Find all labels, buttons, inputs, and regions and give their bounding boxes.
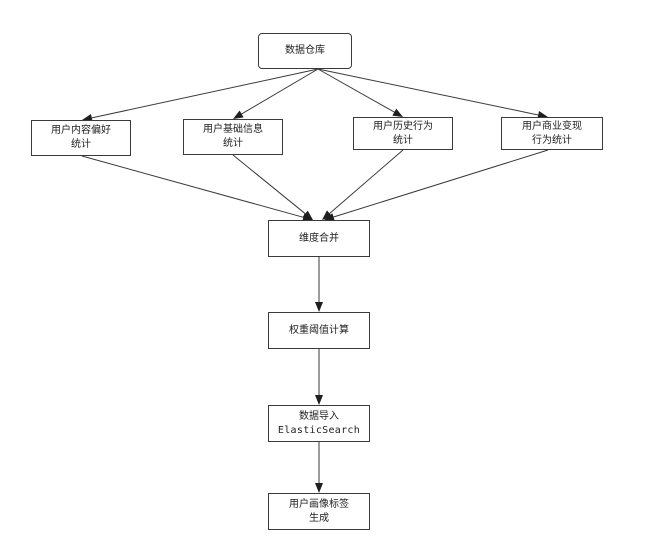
node-data-warehouse-label: 数据仓库 xyxy=(285,45,325,56)
node-data-import: 数据导入 ElasticSearch xyxy=(268,405,370,442)
node-basic-info-line2: 统计 xyxy=(223,138,243,149)
edge-commercial-to-merge-arrowhead xyxy=(324,213,335,221)
edge-merge-to-weight-arrowhead xyxy=(315,302,323,312)
edge-warehouse-to-commercial-arrowhead xyxy=(537,111,548,119)
edge-history-to-merge-arrowhead xyxy=(322,210,333,220)
edge-warehouse-to-content-pref xyxy=(91,68,319,119)
edge-commercial-to-merge xyxy=(333,149,549,218)
node-profile-tag-line1: 用户画像标签 xyxy=(289,498,349,510)
node-data-import-line1: 数据导入 xyxy=(299,410,339,422)
node-dimension-merge-label: 维度合并 xyxy=(299,232,339,244)
node-data-import-line2: ElasticSearch xyxy=(277,424,361,436)
node-content-preference-line1: 用户内容偏好 xyxy=(51,125,111,136)
edge-warehouse-to-history-arrowhead xyxy=(392,108,403,117)
node-dimension-merge: 维度合并 xyxy=(268,220,370,257)
edge-warehouse-to-content-pref-arrowhead xyxy=(82,113,93,122)
node-history-behavior-line2: 统计 xyxy=(393,134,413,146)
edge-warehouse-to-basic-info xyxy=(241,68,319,115)
edge-basic-info-to-merge xyxy=(232,154,306,215)
node-history-behavior-line1: 用户历史行为 xyxy=(373,120,433,132)
node-weight-threshold-calc: 权重阈值计算 xyxy=(268,312,370,349)
edge-weight-to-import-arrowhead xyxy=(315,395,323,405)
edge-warehouse-to-history xyxy=(317,68,395,113)
edge-import-to-tag-arrowhead xyxy=(315,483,323,493)
edge-content-pref-to-merge xyxy=(81,155,304,218)
edge-history-to-merge xyxy=(329,149,404,214)
node-content-preference-stats: 用户内容偏好 统计 xyxy=(31,120,131,156)
node-basic-info-line1: 用户基础信息 xyxy=(203,124,263,135)
node-basic-info-stats: 用户基础信息 统计 xyxy=(183,119,283,155)
node-commercial-behavior-stats: 用户商业变现 行为统计 xyxy=(501,117,603,150)
edge-basic-info-to-merge-arrowhead xyxy=(302,210,313,220)
node-profile-tag-generation: 用户画像标签 生成 xyxy=(268,493,370,530)
node-commercial-behavior-line2: 行为统计 xyxy=(532,134,572,146)
node-commercial-behavior-line1: 用户商业变现 xyxy=(522,120,582,132)
edge-warehouse-to-commercial xyxy=(317,68,539,116)
node-history-behavior-stats: 用户历史行为 统计 xyxy=(353,117,453,150)
node-weight-threshold-label: 权重阈值计算 xyxy=(289,324,349,336)
node-profile-tag-line2: 生成 xyxy=(309,512,329,524)
edge-warehouse-to-basic-info-arrowhead xyxy=(233,110,244,119)
node-data-warehouse: 数据仓库 xyxy=(258,33,352,69)
node-content-preference-line2: 统计 xyxy=(71,139,91,150)
